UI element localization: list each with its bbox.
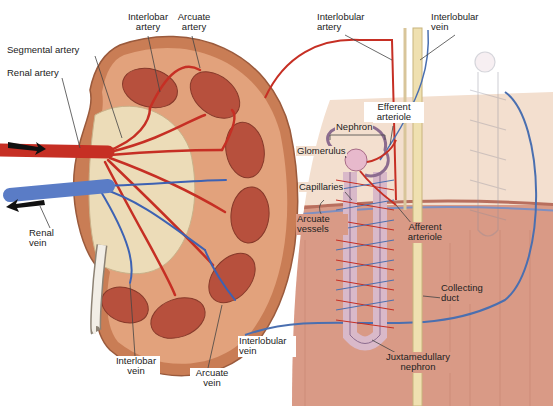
part-label: Renal artery bbox=[6, 68, 60, 78]
part-label: Collecting duct bbox=[440, 283, 494, 304]
part-label: Afferent arteriole bbox=[398, 222, 452, 243]
part-label: Arcuate artery bbox=[170, 12, 218, 33]
part-label: Arcuate vessels bbox=[296, 214, 348, 235]
part-label: Renal vein bbox=[28, 228, 66, 249]
part-label: Glomerulus bbox=[296, 146, 347, 156]
part-label: Interlobular vein bbox=[238, 336, 296, 357]
part-label: Interlobar artery bbox=[122, 12, 174, 33]
part-label: Capillaries bbox=[298, 182, 344, 192]
part-label: Segmental artery bbox=[6, 45, 80, 55]
part-label: Interlobular artery bbox=[316, 12, 378, 33]
part-label: Interlobular vein bbox=[430, 12, 490, 33]
part-label: Nephron bbox=[335, 122, 373, 132]
part-label: Juxtamedullary nephron bbox=[372, 352, 464, 373]
part-label: Arcuate vein bbox=[190, 368, 234, 389]
part-label: Interlobar vein bbox=[112, 356, 160, 377]
part-label: Efferent arteriole bbox=[364, 102, 424, 123]
